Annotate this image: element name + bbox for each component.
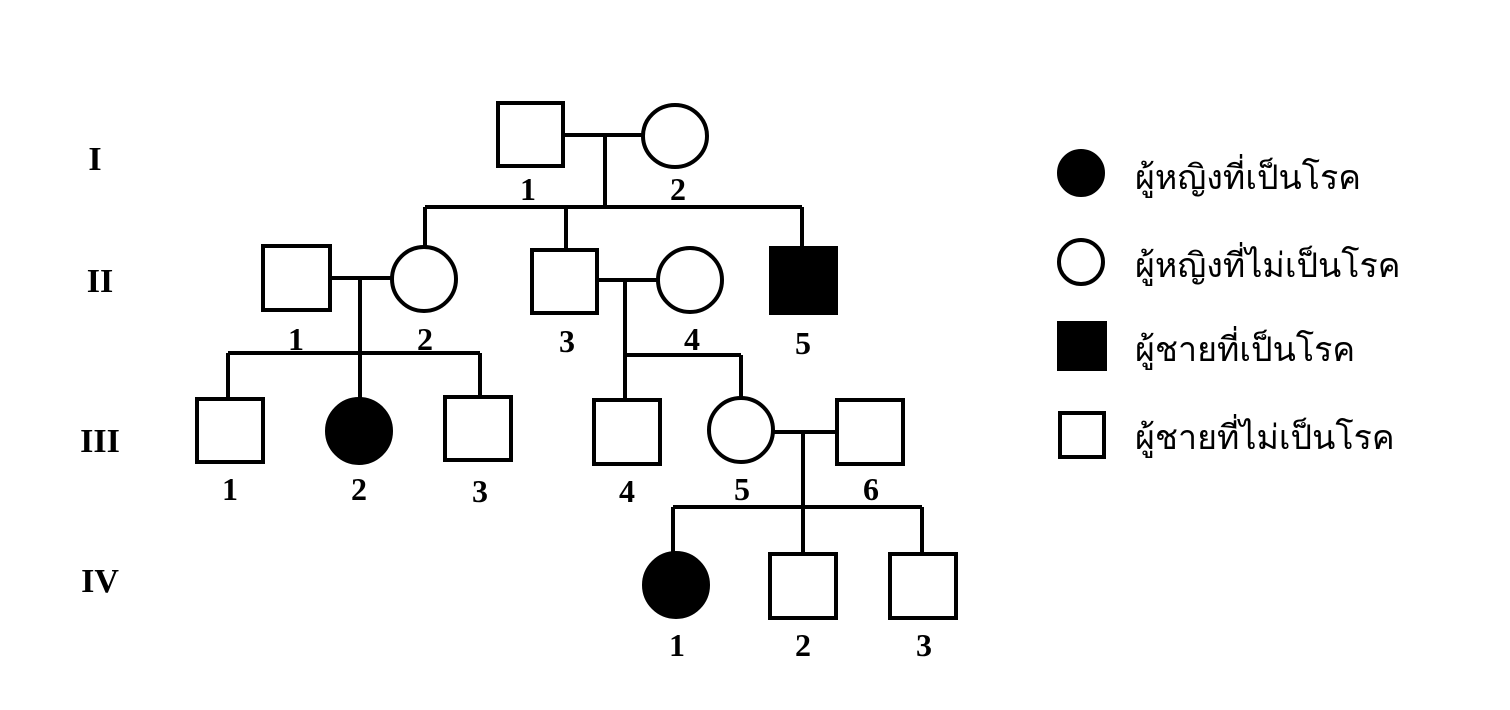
legend-label: ผู้หญิงที่เป็นโรค <box>1135 154 1361 198</box>
individual-II-4-female <box>656 246 724 314</box>
individual-I-1-male <box>496 101 565 168</box>
legend: ผู้หญิงที่เป็นโรค ผู้หญิงที่ไม่เป็นโรค ผ… <box>1057 149 1401 459</box>
individual-IV-2-male <box>768 552 838 620</box>
legend-unaffected-female-icon <box>1057 238 1105 286</box>
id-label: 4 <box>684 321 700 357</box>
id-label: 1 <box>520 171 536 207</box>
id-label: 5 <box>795 325 811 361</box>
legend-affected-male-icon <box>1057 321 1107 371</box>
id-label: 2 <box>417 321 433 357</box>
id-label: 5 <box>734 471 750 507</box>
individual-II-2-female <box>390 245 458 313</box>
individual-I-2-female <box>641 103 709 169</box>
id-label: 4 <box>619 473 635 509</box>
id-label: 6 <box>863 471 879 507</box>
individual-III-6-male <box>835 398 905 466</box>
legend-affected-female-icon <box>1057 149 1105 197</box>
individual-II-3-male <box>530 248 599 315</box>
individual-II-1-male <box>261 244 332 312</box>
id-label: 2 <box>351 471 367 507</box>
individual-IV-3-male <box>888 552 958 620</box>
id-label: 1 <box>669 627 685 663</box>
individual-III-5-female <box>707 396 775 464</box>
individual-III-2-affected-female <box>325 397 393 465</box>
legend-unaffected-male-icon <box>1058 411 1106 459</box>
generation-label-I: I <box>88 141 101 178</box>
individual-III-4-male <box>592 398 662 466</box>
legend-label: ผู้ชายที่เป็นโรค <box>1135 326 1355 370</box>
individual-III-3-male <box>443 395 513 462</box>
legend-label: ผู้หญิงที่ไม่เป็นโรค <box>1135 242 1401 286</box>
id-label: 1 <box>288 321 304 357</box>
pedigree-lines <box>226 133 924 553</box>
generation-label-II: II <box>87 263 113 300</box>
id-label: 2 <box>670 171 686 207</box>
individual-II-5-affected-male <box>769 246 838 315</box>
generation-label-III: III <box>80 423 120 460</box>
individual-III-1-male <box>195 397 265 464</box>
legend-label: ผู้ชายที่ไม่เป็นโรค <box>1135 414 1395 458</box>
generation-label-IV: IV <box>81 563 119 600</box>
id-label: 3 <box>472 473 488 509</box>
id-label: 2 <box>795 627 811 663</box>
id-label: 1 <box>222 471 238 507</box>
individual-IV-1-affected-female <box>642 551 710 619</box>
id-label: 3 <box>916 627 932 663</box>
id-label: 3 <box>559 323 575 359</box>
